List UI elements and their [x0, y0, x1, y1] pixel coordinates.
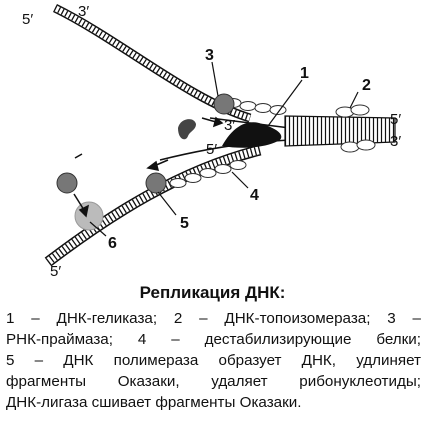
caption-title: Репликация ДНК: [139, 283, 286, 302]
caption-line: РНК-праймаза; 4 – дестабилизирующие белк… [6, 331, 421, 348]
label-3prime-right: 3′ [390, 133, 401, 150]
leader-lines [89, 61, 359, 237]
caption-body: 1 – ДНК-геликаза; 2 – ДНК-топоизомераза;… [6, 308, 421, 413]
label-2: 2 [362, 77, 371, 94]
label-1: 1 [300, 65, 309, 82]
dna-replication-diagram: 5′ 3′ 5′ 3′ 3′ 5′ 5′ 1 2 3 4 5 6 [22, 3, 401, 280]
caption-line: 1 – ДНК-геликаза; 2 – ДНК-топоизомераза;… [6, 310, 421, 327]
label-3prime-fork: 3′ [224, 117, 235, 134]
ssb-proteins-lower [169, 160, 247, 188]
direction-arrows [73, 116, 224, 218]
polymerase-lower-6 [56, 172, 78, 194]
polymerase-lower-5 [145, 172, 167, 194]
ligase-circle [74, 201, 104, 231]
label-5prime-right: 5′ [390, 111, 401, 128]
caption-line: фрагменты Оказаки, удаляет рибонуклеотид… [6, 373, 421, 390]
ssb-proteins-upper [224, 98, 287, 115]
caption-line: 5 – ДНК полимераза образует ДНК, удлиняе… [6, 352, 421, 369]
label-5prime-top: 5′ [22, 11, 33, 28]
caption-line: ДНК-лигаза сшивает фрагменты Оказаки. [6, 394, 302, 411]
label-5prime-bottom: 5′ [50, 263, 61, 280]
helicase-shape [222, 122, 282, 148]
label-5: 5 [180, 215, 189, 232]
polymerase-upper [213, 93, 235, 115]
primase-shape [178, 119, 196, 140]
label-6: 6 [108, 235, 117, 252]
label-5prime-fork: 5′ [206, 141, 217, 158]
label-4: 4 [250, 187, 259, 204]
label-3prime-top: 3′ [78, 3, 89, 20]
topoisomerase-ovals [335, 104, 376, 153]
double-helix-segment [284, 115, 396, 147]
label-3: 3 [205, 47, 214, 64]
